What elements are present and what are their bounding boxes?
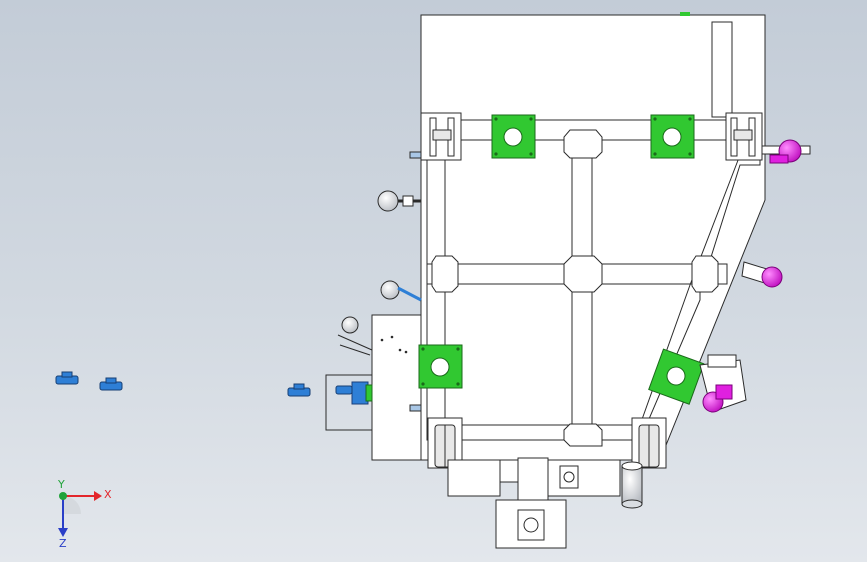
z-axis-label: Z xyxy=(59,537,67,548)
motor-cylinder xyxy=(621,461,643,509)
orientation-triad: X Y Z xyxy=(57,478,112,548)
mount-plates[interactable] xyxy=(418,114,705,405)
x-axis-arrow xyxy=(94,491,102,501)
z-axis-arrow xyxy=(58,528,68,537)
caster-top-right xyxy=(725,112,763,161)
loose-part-1 xyxy=(55,371,79,385)
frame-nodes xyxy=(431,129,719,447)
left-knob[interactable] xyxy=(377,190,421,212)
loose-part-3 xyxy=(287,383,311,397)
loose-part-4 xyxy=(335,385,353,395)
caster-bottom-right xyxy=(631,417,667,469)
right-mid-handle[interactable] xyxy=(741,261,783,288)
mount-plate-bottom-left xyxy=(418,344,463,389)
loose-parts[interactable] xyxy=(55,371,353,397)
right-top-handle[interactable] xyxy=(761,139,811,164)
node-bottom-center xyxy=(563,423,603,447)
node-left xyxy=(431,255,459,293)
mount-plate-bottom-right xyxy=(648,348,705,405)
top-marker xyxy=(680,12,690,16)
x-axis-label: X xyxy=(104,488,112,501)
mount-plate-top-left xyxy=(491,114,536,159)
drive-unit xyxy=(447,457,621,549)
caster-top-left xyxy=(420,112,462,161)
right-bottom-actuator[interactable] xyxy=(699,354,747,413)
triad-base xyxy=(63,496,81,514)
chassis xyxy=(371,14,766,461)
y-axis-label: Y xyxy=(57,478,65,491)
left-gripper-assembly[interactable] xyxy=(325,151,422,431)
node-right xyxy=(691,255,719,293)
left-side-bay xyxy=(371,314,422,461)
node-top-center xyxy=(563,129,603,159)
caster-bottom-left xyxy=(427,417,463,469)
caster-brackets xyxy=(420,112,763,469)
node-center xyxy=(563,255,603,293)
y-axis-dot xyxy=(59,492,67,500)
top-right-rail xyxy=(711,21,733,118)
loose-part-2 xyxy=(99,377,123,391)
mount-plate-top-right xyxy=(650,114,695,159)
